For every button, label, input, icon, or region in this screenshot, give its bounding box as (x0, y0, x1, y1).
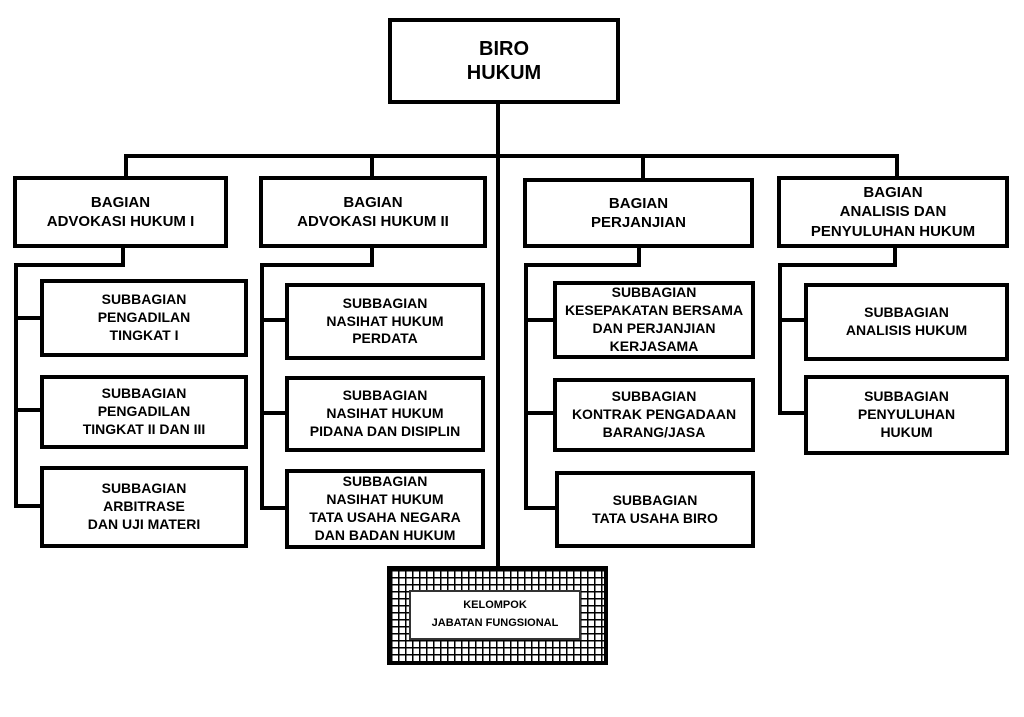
subunit-tata-usaha-biro: SUBBAGIAN TATA USAHA BIRO (555, 471, 755, 548)
subunit-nasihat-tun-badan-hukum: SUBBAGIAN NASIHAT HUKUM TATA USAHA NEGAR… (285, 469, 485, 549)
subunit-nasihat-perdata: SUBBAGIAN NASIHAT HUKUM PERDATA (285, 283, 485, 360)
dept-advokasi-hukum-2: BAGIAN ADVOKASI HUKUM II (259, 176, 487, 248)
subunit-kontrak-pengadaan: SUBBAGIAN KONTRAK PENGADAAN BARANG/JASA (553, 378, 755, 452)
functional-group-label: KELOMPOK JABATAN FUNGSIONAL (409, 590, 581, 640)
subunit-arbitrase-uji-materi: SUBBAGIAN ARBITRASE DAN UJI MATERI (40, 466, 248, 548)
dept-analisis-penyuluhan: BAGIAN ANALISIS DAN PENYULUHAN HUKUM (777, 176, 1009, 248)
subunit-analisis-hukum: SUBBAGIAN ANALISIS HUKUM (804, 283, 1009, 361)
subunit-nasihat-pidana: SUBBAGIAN NASIHAT HUKUM PIDANA DAN DISIP… (285, 376, 485, 452)
functional-group-box: KELOMPOK JABATAN FUNGSIONAL (387, 566, 608, 665)
subunit-pengadilan-tingkat-1: SUBBAGIAN PENGADILAN TINGKAT I (40, 279, 248, 357)
subunit-pengadilan-tingkat-2-3: SUBBAGIAN PENGADILAN TINGKAT II DAN III (40, 375, 248, 449)
dept-advokasi-hukum-1: BAGIAN ADVOKASI HUKUM I (13, 176, 228, 248)
subunit-penyuluhan-hukum: SUBBAGIAN PENYULUHAN HUKUM (804, 375, 1009, 455)
root-biro-hukum: BIRO HUKUM (388, 18, 620, 104)
dept-perjanjian: BAGIAN PERJANJIAN (523, 178, 754, 248)
subunit-kesepakatan-kerjasama: SUBBAGIAN KESEPAKATAN BERSAMA DAN PERJAN… (553, 281, 755, 359)
